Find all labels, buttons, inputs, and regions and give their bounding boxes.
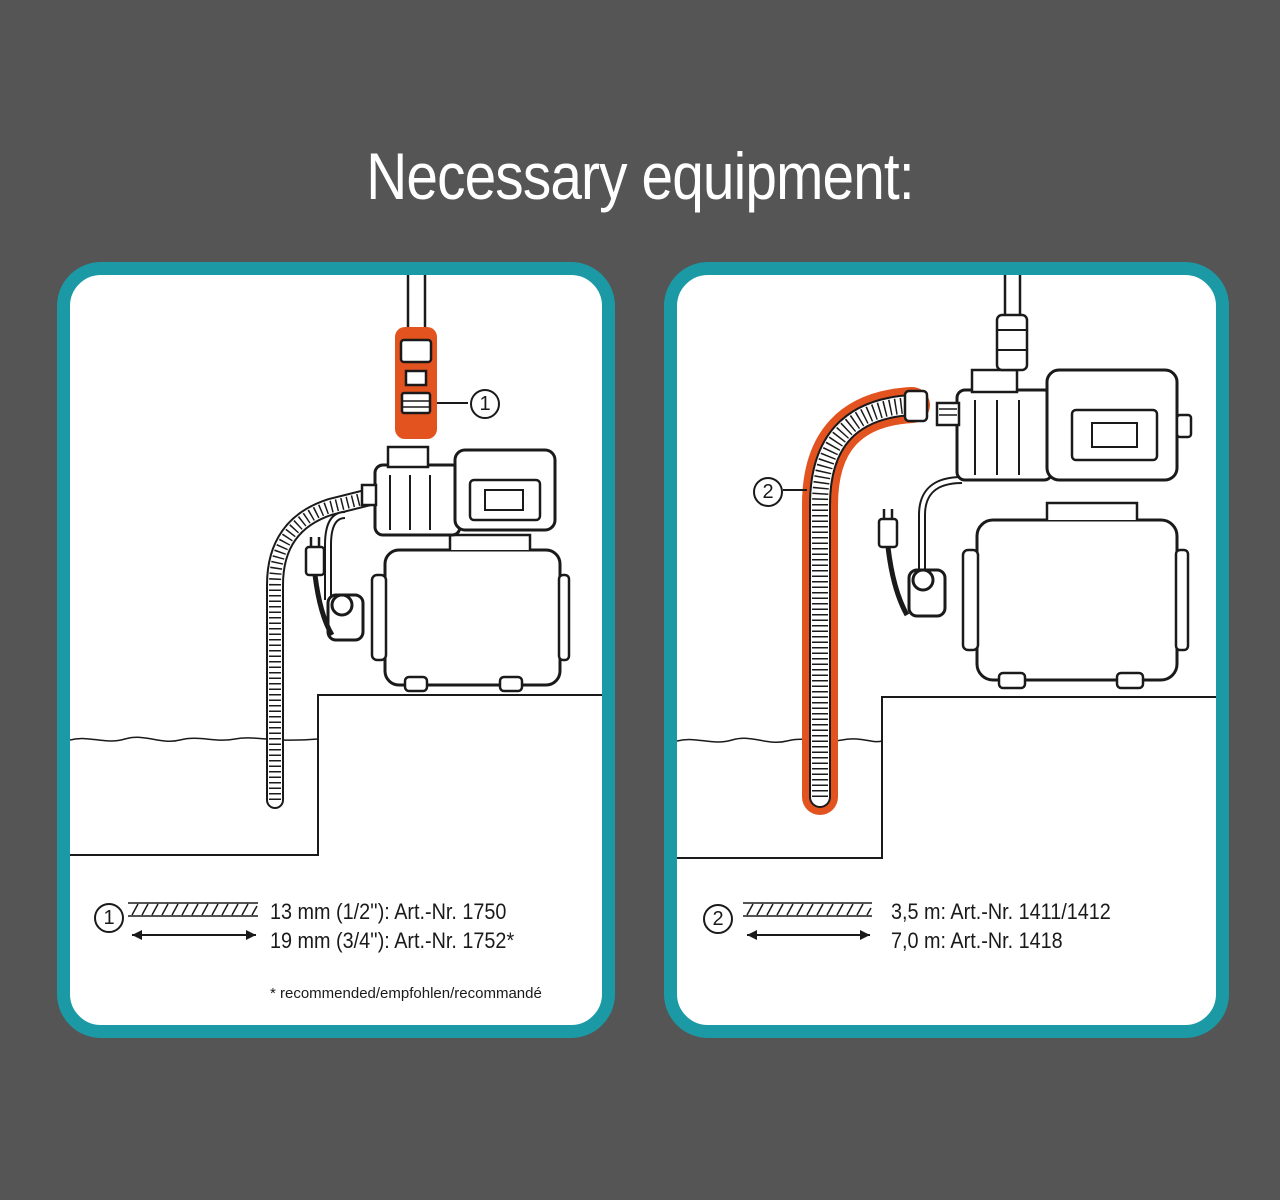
power-plug bbox=[304, 537, 335, 637]
article-line: 3,5 m: Art.-Nr. 1411/1412 bbox=[891, 899, 1111, 924]
power-plug bbox=[877, 509, 910, 617]
article-number-list-1: 13 mm (1/2''): Art.-Nr. 1750 19 mm (3/4'… bbox=[270, 897, 514, 955]
equipment-panel-connector: 1 1 13 mm (1/2''): Art.-Nr. 1750 19 mm (… bbox=[57, 262, 615, 1038]
hose-connector bbox=[995, 313, 1029, 372]
article-line: 13 mm (1/2''): Art.-Nr. 1750 bbox=[270, 899, 507, 924]
pump-with-connector-illustration bbox=[70, 275, 602, 940]
article-number-list-2: 3,5 m: Art.-Nr. 1411/1412 7,0 m: Art.-Nr… bbox=[891, 897, 1111, 955]
legend-marker-1: 1 bbox=[94, 903, 124, 933]
equipment-panel-suction-hose: 2 2 3,5 m: Art.-Nr. 1411/1412 7,0 m: Art… bbox=[664, 262, 1229, 1038]
pressure-switch bbox=[907, 476, 963, 618]
water-surface-line bbox=[677, 737, 883, 743]
suction-hose-highlight bbox=[802, 387, 930, 815]
recommendation-note: * recommended/empfohlen/recommandé bbox=[270, 985, 542, 1002]
callout-marker-1: 1 bbox=[470, 389, 500, 419]
legend-hose-symbol bbox=[743, 902, 872, 940]
page-title: Necessary equipment: bbox=[366, 139, 914, 213]
legend-hose-symbol bbox=[128, 902, 258, 940]
legend-marker-2: 2 bbox=[703, 904, 733, 934]
ground-step-line bbox=[70, 694, 602, 856]
pump-body bbox=[360, 445, 557, 537]
pressure-tank bbox=[961, 501, 1190, 690]
ground-step-line bbox=[677, 696, 1216, 859]
hose-connector-highlight bbox=[395, 327, 437, 439]
water-surface-line bbox=[70, 736, 319, 742]
pump-with-suction-hose-illustration bbox=[677, 275, 1216, 940]
pressure-switch bbox=[324, 511, 365, 642]
callout-marker-2: 2 bbox=[753, 477, 783, 507]
article-line: 7,0 m: Art.-Nr. 1418 bbox=[891, 928, 1063, 953]
pressure-tank bbox=[370, 533, 571, 693]
article-line: 19 mm (3/4''): Art.-Nr. 1752* bbox=[270, 928, 515, 953]
pump-body bbox=[935, 368, 1193, 482]
